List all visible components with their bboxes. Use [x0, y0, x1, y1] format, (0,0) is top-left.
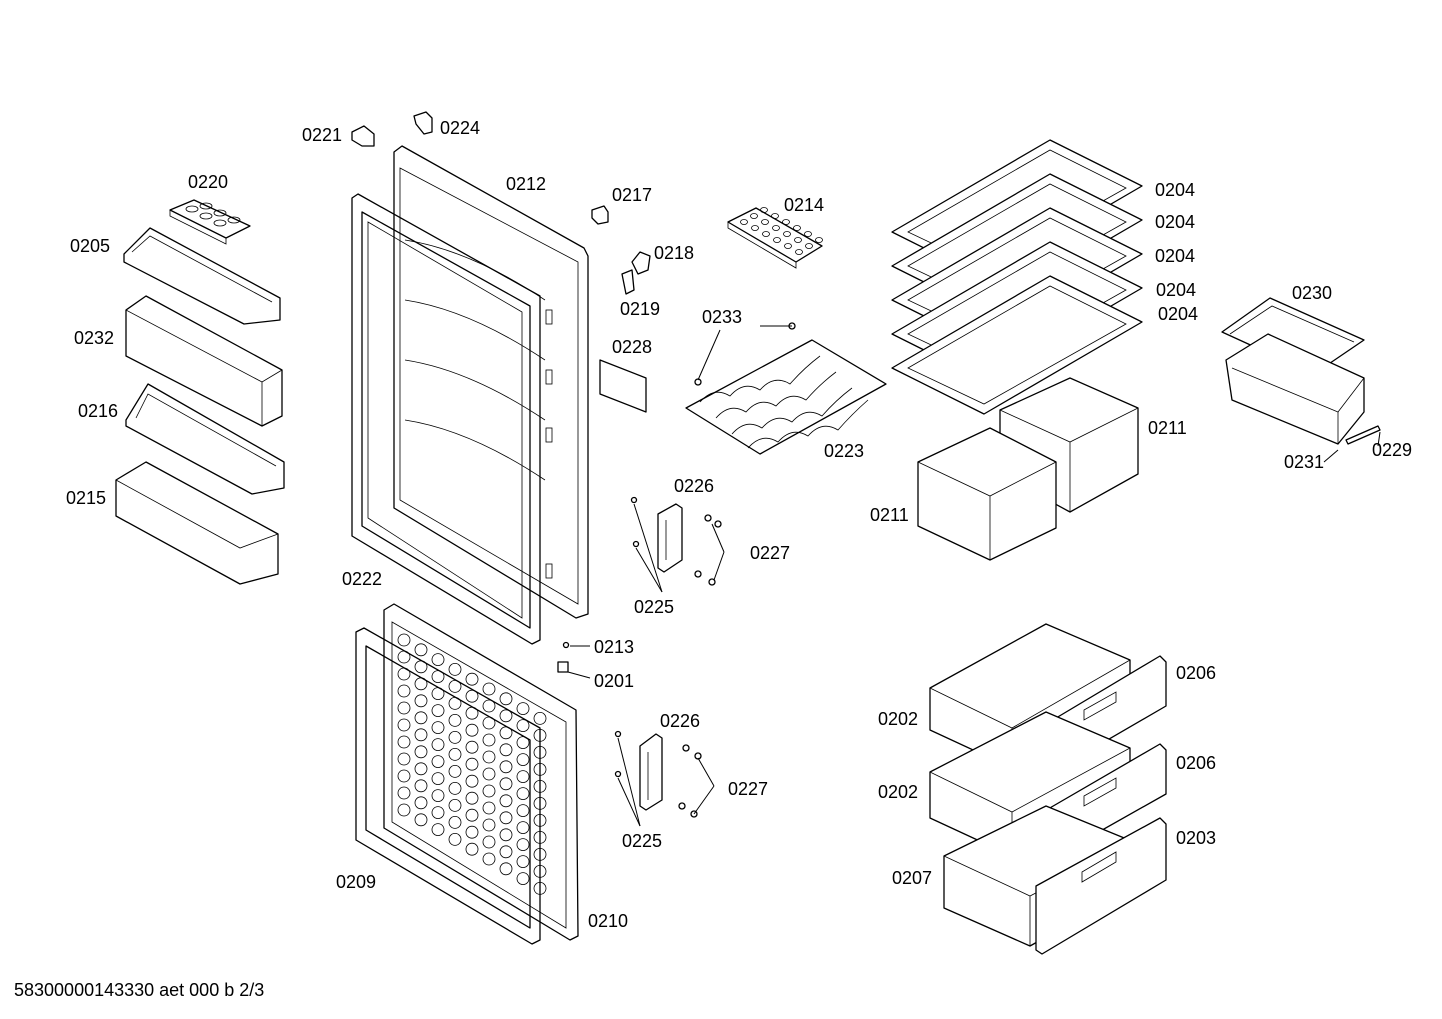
label-0210: 0210: [588, 911, 628, 931]
balcony-0215: [115, 461, 279, 585]
label-0211-1: 0211: [1148, 418, 1187, 438]
lower-door-0210: [383, 603, 579, 941]
balcony-0216: [125, 383, 285, 495]
balcony-0232: [125, 295, 283, 427]
label-0229: 0229: [1372, 440, 1412, 460]
label-0204-2: 0204: [1155, 212, 1195, 232]
glass-shelves-0204: [891, 139, 1143, 415]
label-0209: 0209: [336, 872, 376, 892]
hinge-0217: [591, 205, 609, 225]
hinge-0218-0219: [621, 251, 651, 295]
label-0228: [599, 359, 647, 413]
label-0222: 0222: [342, 569, 382, 589]
hinge-cover-0224: [413, 111, 433, 135]
label-0207: 0207: [892, 868, 932, 888]
rail-0229: [1345, 425, 1381, 445]
label-0218: 0218: [654, 243, 694, 263]
handle-lower-0226: [639, 733, 663, 811]
bin-0211-front: [917, 427, 1057, 561]
handle-upper-0226: [657, 503, 683, 573]
drawer-0231: [1225, 333, 1365, 445]
label-0228: 0228: [612, 337, 652, 357]
label-0206-1: 0206: [1176, 663, 1216, 683]
label-0224: 0224: [440, 118, 480, 138]
label-0226-2: 0226: [660, 711, 700, 731]
document-id-footer: 58300000143330 aet 000 b 2/3: [14, 980, 265, 1000]
part-labels: 0221 0224 0220 0212 0217 0214 0204 0204 …: [66, 118, 1412, 931]
label-0226-1: 0226: [674, 476, 714, 496]
label-0205: 0205: [70, 236, 110, 256]
label-0230: 0230: [1292, 283, 1332, 303]
lower-gasket-0209: [355, 627, 541, 945]
label-0232: 0232: [74, 328, 114, 348]
upper-gasket-0222: [351, 193, 541, 645]
label-0223: 0223: [824, 441, 864, 461]
leader-lines: [567, 325, 1381, 827]
egg-tray-0220: [169, 199, 251, 245]
label-0204-4: 0204: [1156, 280, 1196, 300]
label-0212: 0212: [506, 174, 546, 194]
label-0227-1: 0227: [750, 543, 790, 563]
label-0219: 0219: [620, 299, 660, 319]
upper-door-0212: [393, 145, 589, 619]
label-0204-3: 0204: [1155, 246, 1195, 266]
label-0227-2: 0227: [728, 779, 768, 799]
label-0202-2: 0202: [878, 782, 918, 802]
balcony-0205: [123, 227, 281, 325]
hinge-cover-0221: [351, 125, 375, 147]
label-0225-2: 0225: [622, 831, 662, 851]
label-0201: 0201: [594, 671, 634, 691]
label-0231: 0231: [1284, 452, 1324, 472]
label-0206-2: 0206: [1176, 753, 1216, 773]
screws-0225-0227: [557, 496, 722, 818]
ice-tray-0214: [727, 207, 823, 269]
label-0220: 0220: [188, 172, 228, 192]
front-0203: [1035, 817, 1167, 955]
label-0215: 0215: [66, 488, 106, 508]
label-0217: 0217: [612, 185, 652, 205]
label-0216: 0216: [78, 401, 118, 421]
label-0214: 0214: [784, 195, 824, 215]
label-0204-1: 0204: [1155, 180, 1195, 200]
bottle-rack-0223: [685, 322, 887, 455]
label-0203: 0203: [1176, 828, 1216, 848]
label-0213: 0213: [594, 637, 634, 657]
label-0204-5: 0204: [1158, 304, 1198, 324]
label-0225-1: 0225: [634, 597, 674, 617]
label-0221: 0221: [302, 125, 342, 145]
label-0202-1: 0202: [878, 709, 918, 729]
label-0211-2: 0211: [870, 505, 909, 525]
label-0233: 0233: [702, 307, 742, 327]
